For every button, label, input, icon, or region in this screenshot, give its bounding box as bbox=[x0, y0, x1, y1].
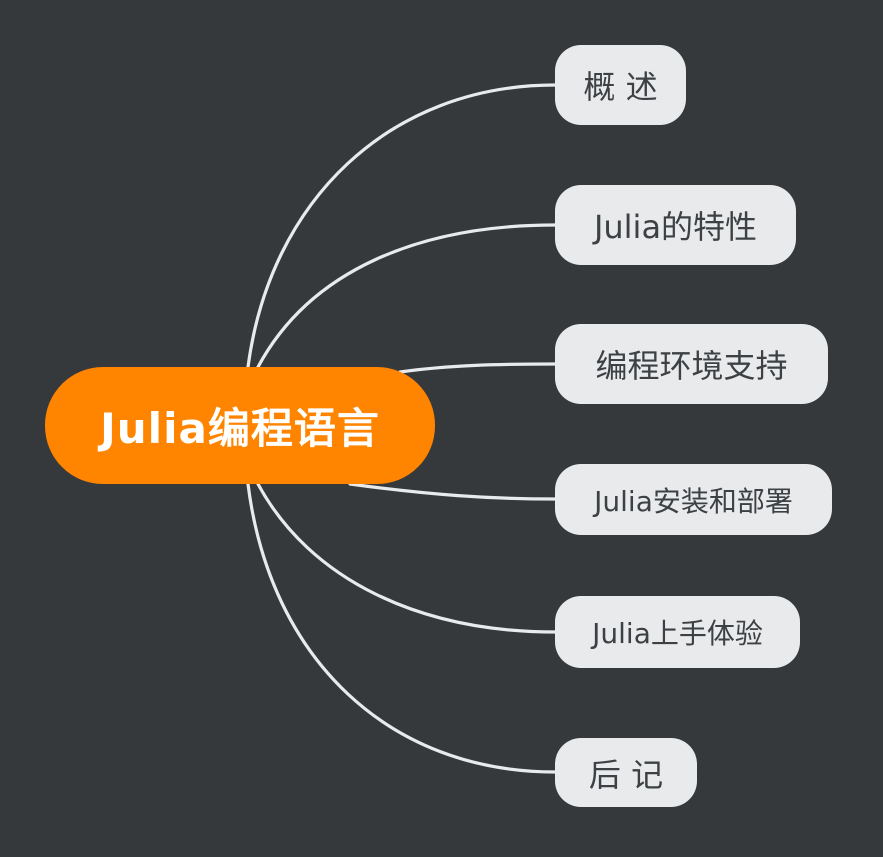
child-node-label: 后 记 bbox=[588, 755, 664, 794]
child-node-label: 编程环境支持 bbox=[595, 347, 788, 385]
child-node-handson[interactable]: Julia上手体验 bbox=[555, 596, 800, 668]
edge-to-overview bbox=[246, 83, 557, 369]
edge-to-install bbox=[348, 482, 557, 501]
child-node-install[interactable]: Julia安装和部署 bbox=[555, 464, 832, 535]
child-node-label: Julia的特性 bbox=[593, 208, 758, 246]
child-node-label: Julia安装和部署 bbox=[594, 484, 793, 518]
root-node[interactable]: Julia编程语言 bbox=[45, 367, 435, 484]
edge-to-epilogue bbox=[246, 482, 557, 774]
child-node-features[interactable]: Julia的特性 bbox=[555, 185, 796, 265]
root-node-label: Julia编程语言 bbox=[100, 404, 380, 453]
child-node-environment[interactable]: 编程环境支持 bbox=[555, 324, 828, 404]
child-node-overview[interactable]: 概 述 bbox=[555, 45, 686, 125]
child-node-label: Julia上手体验 bbox=[592, 617, 763, 650]
child-node-epilogue[interactable]: 后 记 bbox=[555, 738, 697, 807]
edge-to-environment bbox=[398, 362, 557, 374]
child-node-label: 概 述 bbox=[583, 68, 658, 106]
edge-to-features bbox=[256, 223, 557, 369]
edge-to-handson bbox=[256, 482, 557, 634]
